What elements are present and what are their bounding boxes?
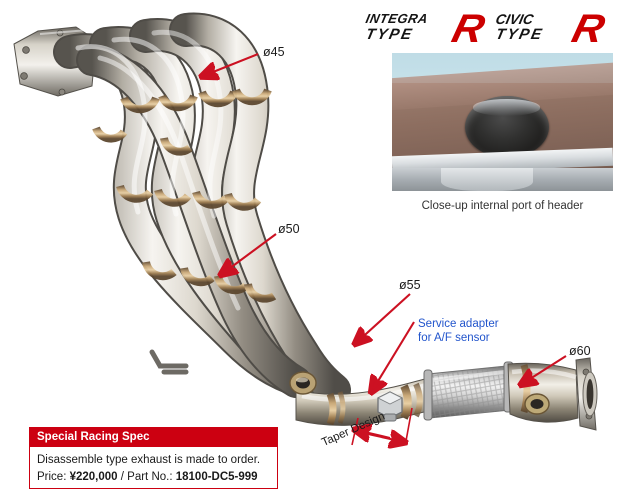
callout-service-adapter: Service adapter for A/F sensor xyxy=(418,317,499,346)
braided-flex-joint xyxy=(423,361,514,421)
price-value: ¥220,000 xyxy=(69,470,118,483)
photo-caption: Close-up internal port of header xyxy=(421,200,584,212)
arrow-d45 xyxy=(203,53,259,76)
secondary-sensor-bung xyxy=(524,393,550,415)
callout-diameter-55: ø55 xyxy=(399,278,421,292)
arrow-d55 xyxy=(356,293,411,343)
special-racing-spec-box: Special Racing Spec Disassemble type exh… xyxy=(29,427,278,489)
photo-port-bore xyxy=(464,95,549,158)
spec-price-part-line: Price: ¥220,000 / Part No.: 18100-DC5-99… xyxy=(37,469,270,486)
o2-sensor-bung xyxy=(289,371,317,395)
mounting-bracket xyxy=(149,349,189,375)
arrow-d50 xyxy=(222,233,277,274)
close-up-port-photo xyxy=(392,53,613,191)
tapered-outlet-pipe xyxy=(507,357,598,431)
callout-diameter-45: ø45 xyxy=(263,45,285,59)
service-adapter-line1: Service adapter xyxy=(418,318,499,330)
spec-box-header: Special Racing Spec xyxy=(30,428,277,447)
callout-diameter-50: ø50 xyxy=(278,222,300,236)
outlet-flange xyxy=(575,357,598,431)
callout-diameter-60: ø60 xyxy=(569,344,591,358)
arrow-d60 xyxy=(522,355,567,384)
spec-order-note: Disassemble type exhaust is made to orde… xyxy=(37,454,261,466)
arrow-service-adapter xyxy=(372,321,415,391)
part-label: Part No.: xyxy=(127,470,176,483)
callout-arrows xyxy=(203,53,567,445)
price-label: Price: xyxy=(37,470,70,483)
spec-box-body: Disassemble type exhaust is made to orde… xyxy=(30,447,277,485)
weld-rings xyxy=(92,88,277,303)
photo-lower-pipe xyxy=(392,167,613,191)
taper-arrow-right xyxy=(367,434,404,442)
header-runner-tubes xyxy=(53,12,351,407)
part-value: 18100-DC5-999 xyxy=(175,470,258,483)
spec-separator: / xyxy=(117,470,128,483)
service-adapter-line2: for A/F sensor xyxy=(418,332,490,345)
